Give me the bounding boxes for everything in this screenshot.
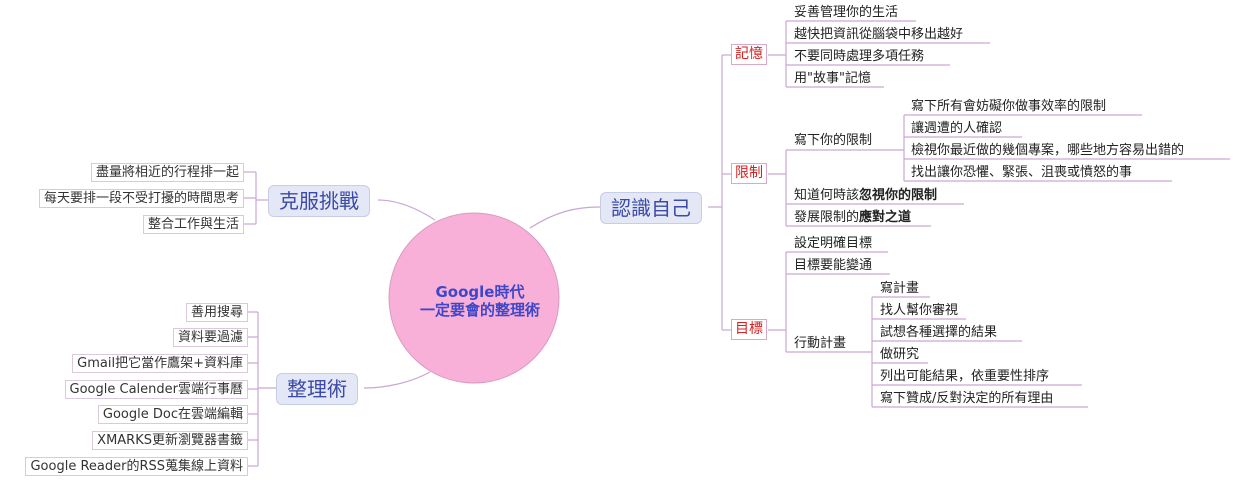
memory-item-3[interactable]: 不要同時處理多項任務 (794, 49, 925, 64)
plan-item-4[interactable]: 做研究 (880, 347, 920, 362)
limits-cope-prefix: 發展限制的 (794, 210, 860, 225)
write-item-1[interactable]: 寫下所有會妨礙你做事效率的限制 (911, 99, 1107, 114)
organize-item-2[interactable]: 資料要過濾 (172, 328, 248, 347)
node-limits[interactable]: 限制 (731, 163, 767, 184)
node-write-limits[interactable]: 寫下你的限制 (794, 133, 873, 148)
limits-ignore-prefix: 知道何時該 (794, 188, 860, 203)
challenge-item-3[interactable]: 整合工作與生活 (142, 215, 244, 234)
line-organize-spine (257, 312, 276, 466)
goals-item-2[interactable]: 目標要能變通 (794, 258, 873, 273)
line-memory-spine (768, 21, 787, 87)
line-center-organize (363, 371, 431, 389)
limits-ignore[interactable]: 知道何時該忽視你的限制 (794, 187, 937, 205)
branch-self[interactable]: 認識自己 (600, 192, 702, 224)
line-challenge-spine (255, 172, 268, 224)
challenge-item-1[interactable]: 盡量將相近的行程排一起 (90, 163, 244, 182)
organize-item-4[interactable]: Google Calender雲端行事曆 (64, 380, 248, 399)
challenge-item-2[interactable]: 每天要排一段不受打擾的時間思考 (38, 189, 244, 208)
line-self-spine (708, 55, 723, 330)
write-item-4[interactable]: 找出讓你恐懼、緊張、沮喪或憤怒的事 (911, 165, 1133, 180)
write-item-2[interactable]: 讓週遭的人確認 (911, 121, 1003, 136)
plan-item-6[interactable]: 寫下贊成/反對決定的所有理由 (880, 391, 1054, 406)
memory-item-4[interactable]: 用"故事"記憶 (794, 71, 871, 86)
plan-item-5[interactable]: 列出可能結果，依重要性排序 (880, 369, 1050, 384)
organize-item-7[interactable]: Google Reader的RSS蒐集線上資料 (25, 457, 248, 476)
line-write-spine (890, 115, 905, 181)
organize-item-3[interactable]: Gmail把它當作鷹架+資料庫 (72, 354, 248, 373)
line-plan-spine (860, 297, 873, 407)
center-title: Google時代 (435, 283, 525, 301)
limits-cope-bold: 應對之道 (859, 210, 912, 225)
center-node[interactable]: Google時代 一定要會的整理術 (400, 283, 560, 319)
memory-item-2[interactable]: 越快把資訊從腦袋中移出越好 (794, 27, 964, 42)
center-subtitle: 一定要會的整理術 (419, 301, 540, 319)
organize-item-6[interactable]: XMARKS更新瀏覽器書籤 (92, 431, 248, 450)
goals-item-1[interactable]: 設定明確目標 (794, 236, 873, 251)
branch-organize[interactable]: 整理術 (276, 373, 358, 405)
line-goals-spine (768, 252, 787, 352)
limits-cope[interactable]: 發展限制的應對之道 (794, 209, 911, 227)
node-goals[interactable]: 目標 (731, 319, 767, 340)
node-memory[interactable]: 記憶 (731, 44, 767, 65)
node-action-plan[interactable]: 行動計畫 (794, 336, 847, 351)
line-center-self (529, 206, 601, 229)
limits-ignore-bold: 忽視你的限制 (859, 188, 938, 203)
organize-item-5[interactable]: Google Doc在雲端編輯 (97, 405, 248, 424)
memory-item-1[interactable]: 妥善管理你的生活 (794, 5, 899, 20)
organize-item-1[interactable]: 善用搜尋 (185, 303, 248, 322)
center-node-circle[interactable] (388, 212, 560, 384)
plan-item-1[interactable]: 寫計畫 (880, 281, 920, 296)
line-center-challenge (377, 199, 436, 221)
line-limits-spine (768, 150, 787, 226)
plan-item-3[interactable]: 試想各種選擇的結果 (880, 325, 998, 340)
plan-item-2[interactable]: 找人幫你審視 (880, 303, 959, 318)
write-item-3[interactable]: 檢視你最近做的幾個專案，哪些地方容易出錯的 (911, 143, 1185, 158)
branch-challenge[interactable]: 克服挑戰 (268, 185, 370, 217)
